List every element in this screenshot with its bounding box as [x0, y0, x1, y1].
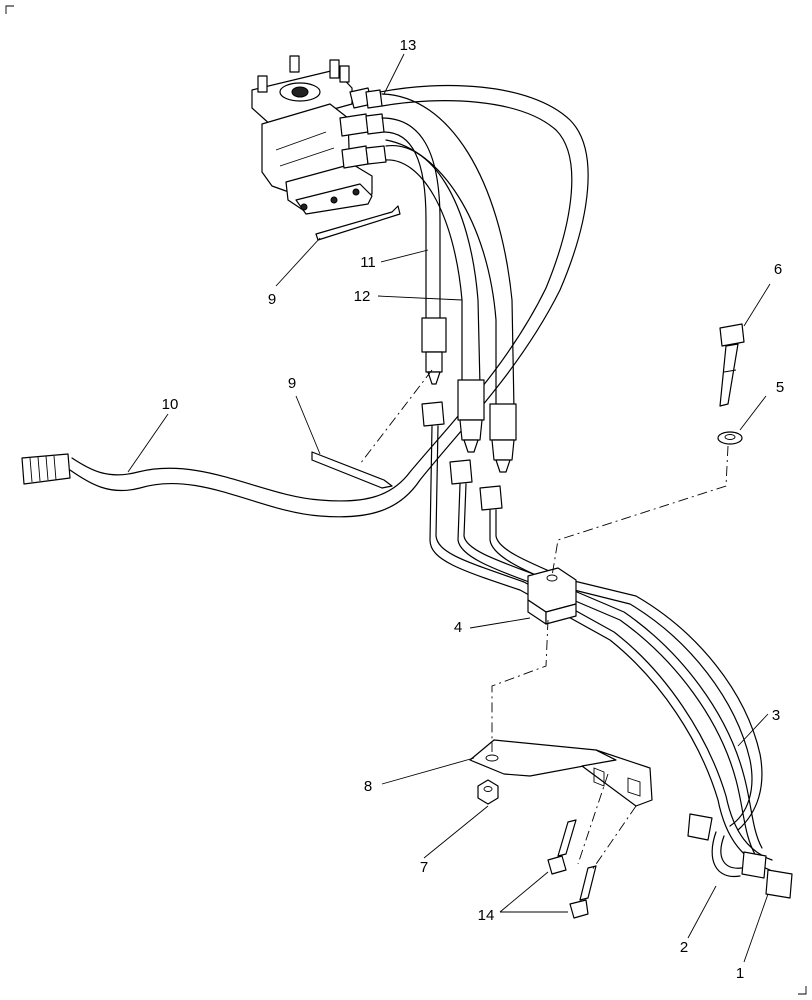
centerline-bolt-1 [577, 773, 609, 865]
callout-9-upper: 9 [268, 291, 276, 308]
callout-14: 14 [478, 907, 495, 924]
callout-7: 7 [420, 859, 428, 876]
callout-3: 3 [772, 707, 780, 724]
callout-6: 6 [774, 261, 782, 278]
callout-8: 8 [364, 778, 372, 795]
centerline-clamp [491, 619, 549, 752]
bolts-14 [547, 819, 597, 919]
steering-motor [251, 55, 373, 215]
centerline-screw [551, 445, 729, 577]
hose-11 [381, 117, 447, 385]
clamp-block [527, 567, 577, 625]
nut-7 [477, 779, 499, 805]
callout-5: 5 [776, 379, 784, 396]
centerline-tie [359, 369, 433, 465]
leader-lines-lower [499, 871, 769, 963]
corner-mark-bottom-right [798, 986, 807, 995]
corner-mark-top-left [5, 5, 14, 14]
callout-4: 4 [454, 619, 462, 636]
hose-13 [381, 93, 517, 473]
hose-10 [21, 84, 589, 518]
rigid-tubes [421, 401, 793, 899]
cable-tie-lower [311, 451, 393, 489]
cable-tie-upper [315, 205, 401, 241]
callout-9-lower: 9 [288, 375, 296, 392]
port-fittings [339, 87, 387, 169]
callout-10: 10 [162, 396, 179, 413]
callout-12: 12 [354, 288, 371, 305]
callout-11: 11 [360, 254, 376, 271]
callout-13: 13 [400, 37, 417, 54]
callout-1: 1 [736, 965, 744, 982]
leader-lines [127, 53, 771, 859]
bracket-8 [469, 739, 653, 807]
centerline-bolt-2 [591, 805, 637, 871]
washer-5 [717, 431, 743, 445]
hose-12 [385, 145, 485, 453]
callout-2: 2 [680, 939, 688, 956]
screw-6 [719, 323, 745, 407]
